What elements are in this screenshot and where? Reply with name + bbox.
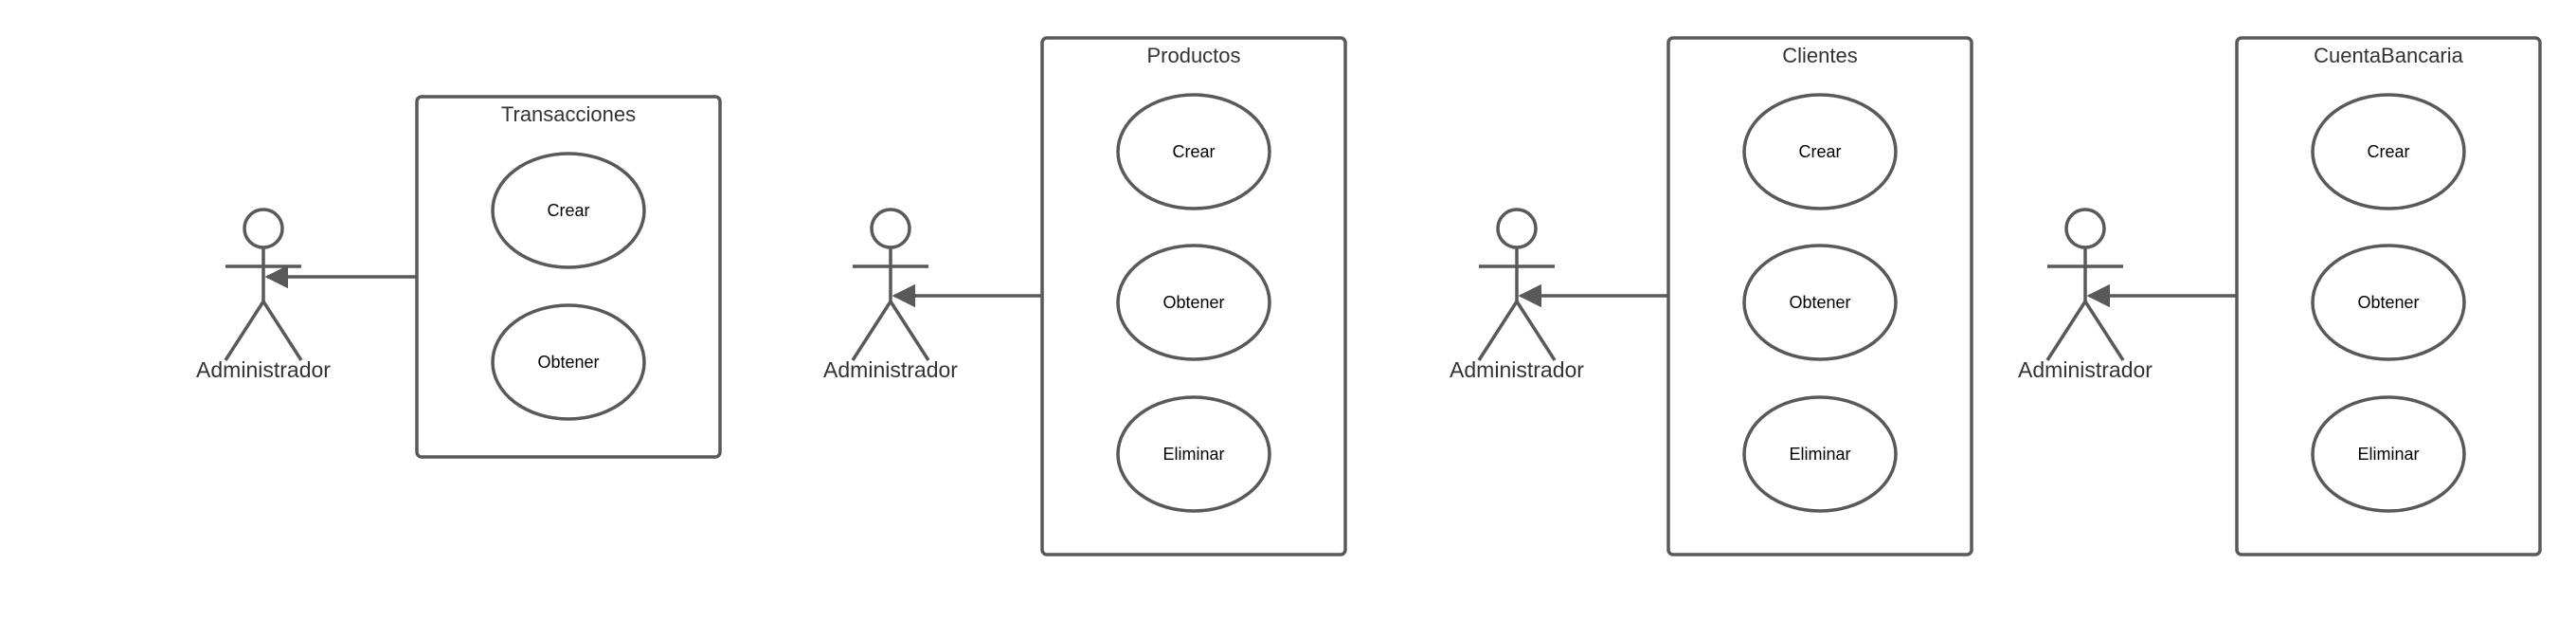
use-case-label: Eliminar	[1162, 445, 1224, 464]
actor-label: Administrador	[1450, 357, 1584, 382]
group-transacciones: Administrador Transacciones Crear Obtene…	[196, 95, 722, 459]
use-case-label: Crear	[1172, 142, 1215, 161]
actor-figure[interactable]	[224, 208, 303, 361]
system-title: Transacciones	[501, 102, 636, 126]
use-case-eliminar[interactable]: Eliminar	[1116, 395, 1271, 513]
use-case-crear[interactable]: Crear	[1742, 93, 1898, 210]
use-case-label: Eliminar	[1789, 445, 1850, 464]
use-case-label: Crear	[1798, 142, 1841, 161]
actor-figure[interactable]	[1477, 208, 1557, 361]
group-cuentabancaria: Administrador CuentaBancaria Crear Obten…	[2018, 36, 2542, 556]
use-case-crear[interactable]: Crear	[1116, 93, 1271, 210]
actor-label: Administrador	[823, 357, 958, 382]
use-case-obtener[interactable]: Obtener	[491, 303, 646, 421]
system-title: Clientes	[1782, 44, 1857, 67]
group-clientes: Administrador Clientes Crear Obtener Eli…	[1450, 36, 1973, 556]
system-title: CuentaBancaria	[2314, 44, 2464, 67]
use-case-obtener[interactable]: Obtener	[1742, 244, 1898, 361]
use-case-label: Crear	[547, 201, 589, 220]
actor-label: Administrador	[196, 357, 331, 382]
actor-figure[interactable]	[2045, 208, 2125, 361]
use-case-crear[interactable]: Crear	[2311, 93, 2466, 210]
actor-figure[interactable]	[851, 208, 930, 361]
use-case-obtener[interactable]: Obtener	[1116, 244, 1271, 361]
use-case-label: Obtener	[537, 353, 599, 372]
system-title: Productos	[1146, 44, 1240, 67]
use-case-label: Obtener	[1162, 293, 1224, 312]
actor-label: Administrador	[2018, 357, 2153, 382]
use-case-crear[interactable]: Crear	[491, 152, 646, 269]
use-case-label: Obtener	[2357, 293, 2419, 312]
group-productos: Administrador Productos Crear Obtener El…	[823, 36, 1347, 556]
use-case-obtener[interactable]: Obtener	[2311, 244, 2466, 361]
use-case-eliminar[interactable]: Eliminar	[2311, 395, 2466, 513]
use-case-label: Eliminar	[2357, 445, 2419, 464]
use-case-eliminar[interactable]: Eliminar	[1742, 395, 1898, 513]
use-case-label: Obtener	[1789, 293, 1850, 312]
use-case-label: Crear	[2367, 142, 2409, 161]
